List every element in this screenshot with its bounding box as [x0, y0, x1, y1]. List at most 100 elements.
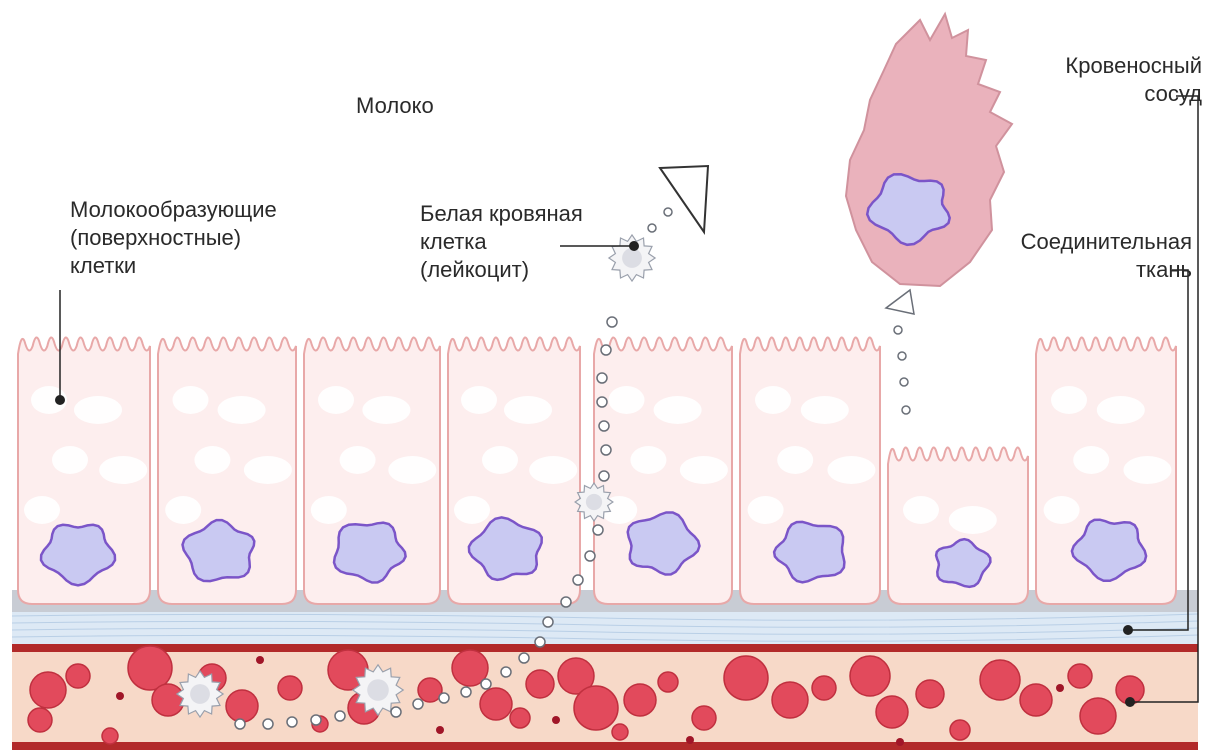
platelet [1056, 684, 1064, 692]
red-blood-cell [480, 688, 512, 720]
migration-path-dot [898, 352, 906, 360]
milk-vacuole [1051, 386, 1087, 414]
white-blood-cell-in-vessel-granule [367, 679, 389, 701]
migration-path-dot [263, 719, 273, 729]
red-blood-cell [980, 660, 1020, 700]
migration-path-dot [601, 345, 611, 355]
migration-path-dot [335, 711, 345, 721]
migration-path-dot [601, 445, 611, 455]
secretory-cell [1036, 337, 1176, 604]
milk-vacuole [654, 396, 702, 424]
label-milk: Молоко [356, 92, 434, 120]
migration-path-dot [648, 224, 656, 232]
secretory-cell [158, 337, 296, 604]
milk-vacuole [1123, 456, 1171, 484]
migration-path-dot [585, 551, 595, 561]
milk-vacuole [24, 496, 60, 524]
label-white-blood-cell-line1: Белая кровяная [420, 200, 583, 228]
label-blood-vessel: Кровеносный сосуд [1065, 52, 1202, 108]
migration-path-dot [599, 421, 609, 431]
secretory-cell [448, 337, 580, 604]
label-connective-tissue: Соединительная ткань [1021, 228, 1192, 284]
label-connective-tissue-line2: ткань [1021, 256, 1192, 284]
blood-vessel-wall-bottom [12, 742, 1198, 750]
milk-vacuole [194, 446, 230, 474]
red-blood-cell [152, 684, 184, 716]
milk-vacuole [1044, 496, 1080, 524]
connective-tissue-cell [846, 14, 1012, 286]
red-blood-cell [612, 724, 628, 740]
milk-vacuole [74, 396, 122, 424]
label-white-blood-cell-line3: (лейкоцит) [420, 256, 583, 284]
label-white-blood-cell: Белая кровяная клетка (лейкоцит) [420, 200, 583, 284]
milk-vacuole [165, 496, 201, 524]
leader-dot-vessel [1125, 697, 1135, 707]
milk-vacuole [504, 396, 552, 424]
red-blood-cell [850, 656, 890, 696]
red-blood-cell [226, 690, 258, 722]
milk-vacuole [173, 386, 209, 414]
milk-vacuole [630, 446, 666, 474]
red-blood-cell [724, 656, 768, 700]
migration-path-dot [311, 715, 321, 725]
blood-vessel-wall-top [12, 644, 1198, 652]
secretory-cell [594, 337, 732, 604]
red-blood-cell [1020, 684, 1052, 716]
platelet [686, 736, 694, 744]
migration-path-dot [599, 471, 609, 481]
milk-vacuole [52, 446, 88, 474]
migration-path-dot [481, 679, 491, 689]
milk-vacuole [903, 496, 939, 524]
milk-vacuole [311, 496, 347, 524]
red-blood-cell [916, 680, 944, 708]
platelet [116, 692, 124, 700]
migration-path-dot [664, 208, 672, 216]
platelet [552, 716, 560, 724]
milk-vacuole [529, 456, 577, 484]
triangle-marker [886, 290, 914, 314]
red-blood-cell [692, 706, 716, 730]
milk-vacuole [218, 396, 266, 424]
secretory-cell [888, 447, 1028, 604]
white-blood-cell-in-vessel-granule [190, 684, 210, 704]
milk-vacuole [680, 456, 728, 484]
milk-vacuole [1073, 446, 1109, 474]
milk-vacuole [755, 386, 791, 414]
red-blood-cell [624, 684, 656, 716]
migration-path-dot [607, 317, 617, 327]
red-blood-cell [772, 682, 808, 718]
platelet [256, 656, 264, 664]
platelet [436, 726, 444, 734]
red-blood-cell [876, 696, 908, 728]
label-milk-text: Молоко [356, 93, 434, 118]
leader-dot-secretory [55, 395, 65, 405]
milk-vacuole [244, 456, 292, 484]
migration-path-dot [501, 667, 511, 677]
secretory-cell [304, 337, 440, 604]
label-blood-vessel-line1: Кровеносный [1065, 52, 1202, 80]
milk-vacuole [318, 386, 354, 414]
triangle-marker [660, 166, 708, 232]
white-blood-cell-migrating-granule [586, 494, 602, 510]
label-secretory-cells-line3: клетки [70, 252, 277, 280]
migration-path-dot [519, 653, 529, 663]
label-blood-vessel-line2: сосуд [1065, 80, 1202, 108]
platelet [896, 738, 904, 746]
label-secretory-cells-line1: Молокообразующие [70, 196, 277, 224]
milk-vacuole [777, 446, 813, 474]
red-blood-cell [66, 664, 90, 688]
label-connective-tissue-line1: Соединительная [1021, 228, 1192, 256]
red-blood-cell [102, 728, 118, 744]
migration-path-dot [543, 617, 553, 627]
milk-vacuole [949, 506, 997, 534]
migration-path-dot [535, 637, 545, 647]
red-blood-cell [28, 708, 52, 732]
red-blood-cell [30, 672, 66, 708]
label-secretory-cells-line2: (поверхностные) [70, 224, 277, 252]
migration-path-dot [900, 378, 908, 386]
red-blood-cell [128, 646, 172, 690]
secretory-cell [740, 337, 880, 604]
leader-dot-wbc [629, 241, 639, 251]
